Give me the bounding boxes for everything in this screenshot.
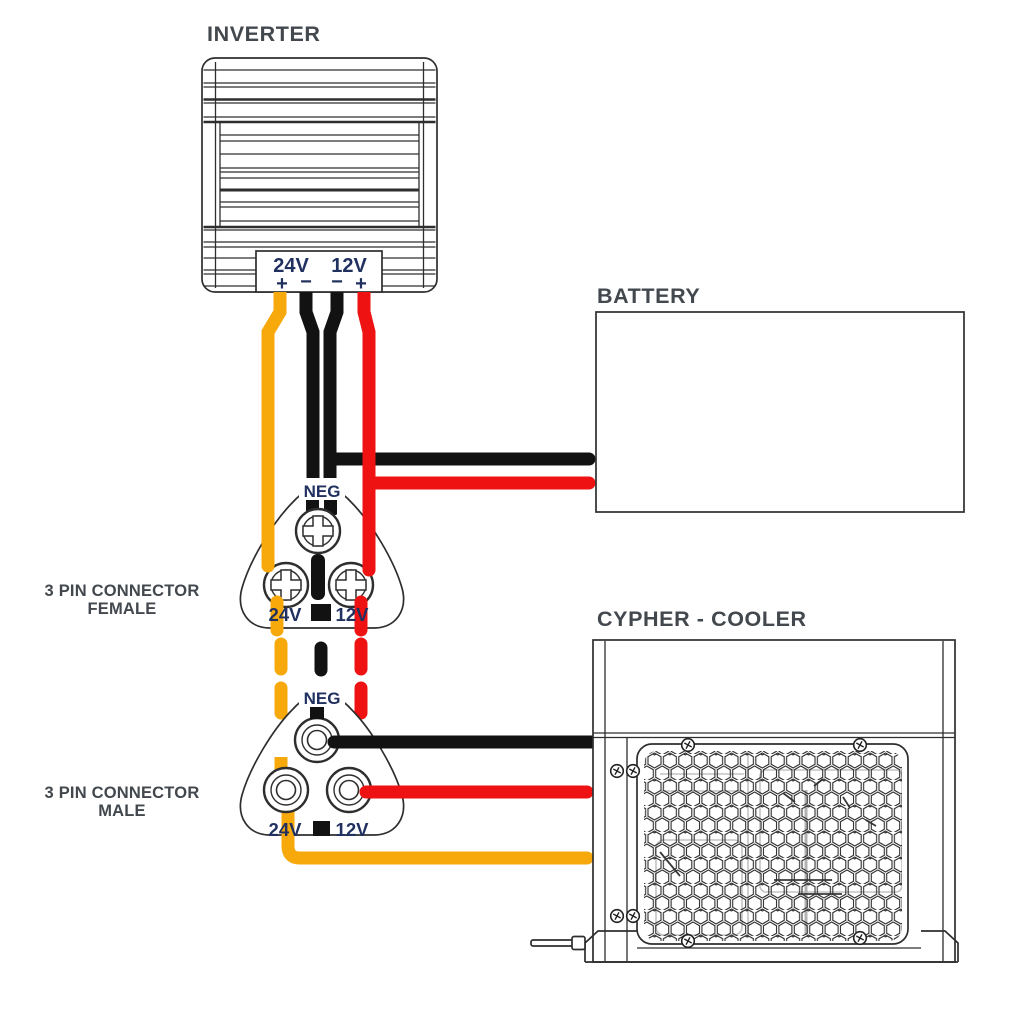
male-neg-label: NEG [304, 689, 341, 708]
male-keyway-slot [313, 821, 330, 836]
female-keyway-bar [311, 554, 325, 600]
wire-black-battery-end [582, 452, 596, 466]
terminal-sign-24v-plus: + [276, 273, 288, 295]
inverter-device: 24V 12V + − − + [201, 57, 438, 295]
wire-24v-yellow-to-cooler [274, 757, 587, 865]
female-neg-label: NEG [304, 482, 341, 501]
female-connector-labels: NEG 24V 12V [269, 482, 370, 637]
terminal-sign-12v-minus: − [331, 271, 343, 293]
female-12v-label: 12V [336, 604, 370, 625]
wire-12v-positive-red-to-battery [357, 292, 589, 570]
inverter-title: INVERTER [207, 22, 321, 46]
cooler-device [530, 639, 959, 963]
female-connector-caption-line2: FEMALE [87, 600, 156, 618]
inverter-heatsink-lines [220, 134, 419, 222]
male-connector: NEG 24V 12V [239, 689, 594, 865]
screw-icon [609, 908, 625, 924]
wires-inverter-section [261, 292, 596, 577]
cooler-foot-right [921, 930, 959, 962]
screw-icon [625, 763, 641, 779]
inverter-terminal-24v-label: 24V [273, 255, 309, 277]
screw-icon [680, 933, 696, 949]
cooler-foot-left [584, 930, 637, 962]
female-connector-caption-line1: 3 PIN CONNECTOR [45, 582, 200, 600]
screw-icon [852, 737, 868, 753]
cooler-plug-collar [571, 935, 586, 951]
wire-red-connector-end [362, 563, 376, 577]
female-keyway-slot [311, 604, 331, 621]
male-keyway-top [310, 707, 324, 719]
wire-24v-negative-black [299, 292, 320, 478]
terminal-sign-24v-minus: − [300, 271, 312, 293]
female-neg-label-bg [299, 482, 345, 500]
wire-24v-yellow-end [261, 559, 275, 573]
male-neg-label-bg [299, 689, 345, 707]
male-connector-caption-line2: MALE [98, 802, 146, 820]
terminal-sign-12v-plus: + [355, 273, 367, 295]
inverter-side-rails [214, 62, 425, 288]
wire-yellow-cooler-end [580, 851, 594, 865]
cooler-side-panel-lines [604, 641, 944, 961]
cooler-lid-divider [593, 732, 955, 739]
male-connector-caption-line1: 3 PIN CONNECTOR [45, 784, 200, 802]
inverter-terminal-box [255, 250, 383, 293]
battery-title: BATTERY [597, 284, 700, 308]
male-12v-label: 12V [336, 819, 370, 840]
screw-icon [852, 930, 868, 946]
screw-icon [680, 737, 696, 753]
female-socket-neg [294, 507, 342, 555]
female-24v-label: 24V [269, 604, 303, 625]
male-pin-24v [262, 766, 310, 814]
cooler-title: CYPHER - COOLER [597, 607, 807, 631]
battery-body [595, 311, 965, 513]
battery-device [595, 311, 965, 513]
wire-red-pin-end [359, 785, 373, 799]
wire-24v-positive-yellow [261, 292, 287, 566]
screw-icon [625, 908, 641, 924]
inverter-fins-thick [203, 98, 436, 229]
screw-icon [609, 763, 625, 779]
cooler-vent-interior [644, 751, 902, 941]
cooler-vent-mesh [644, 751, 902, 941]
wire-red-battery-end [582, 476, 596, 490]
inverter-terminal-12v-label: 12V [331, 255, 367, 277]
male-24v-label: 24V [269, 819, 303, 840]
wire-red-cooler-end [580, 785, 594, 799]
wire-black-pin-end [327, 735, 341, 749]
